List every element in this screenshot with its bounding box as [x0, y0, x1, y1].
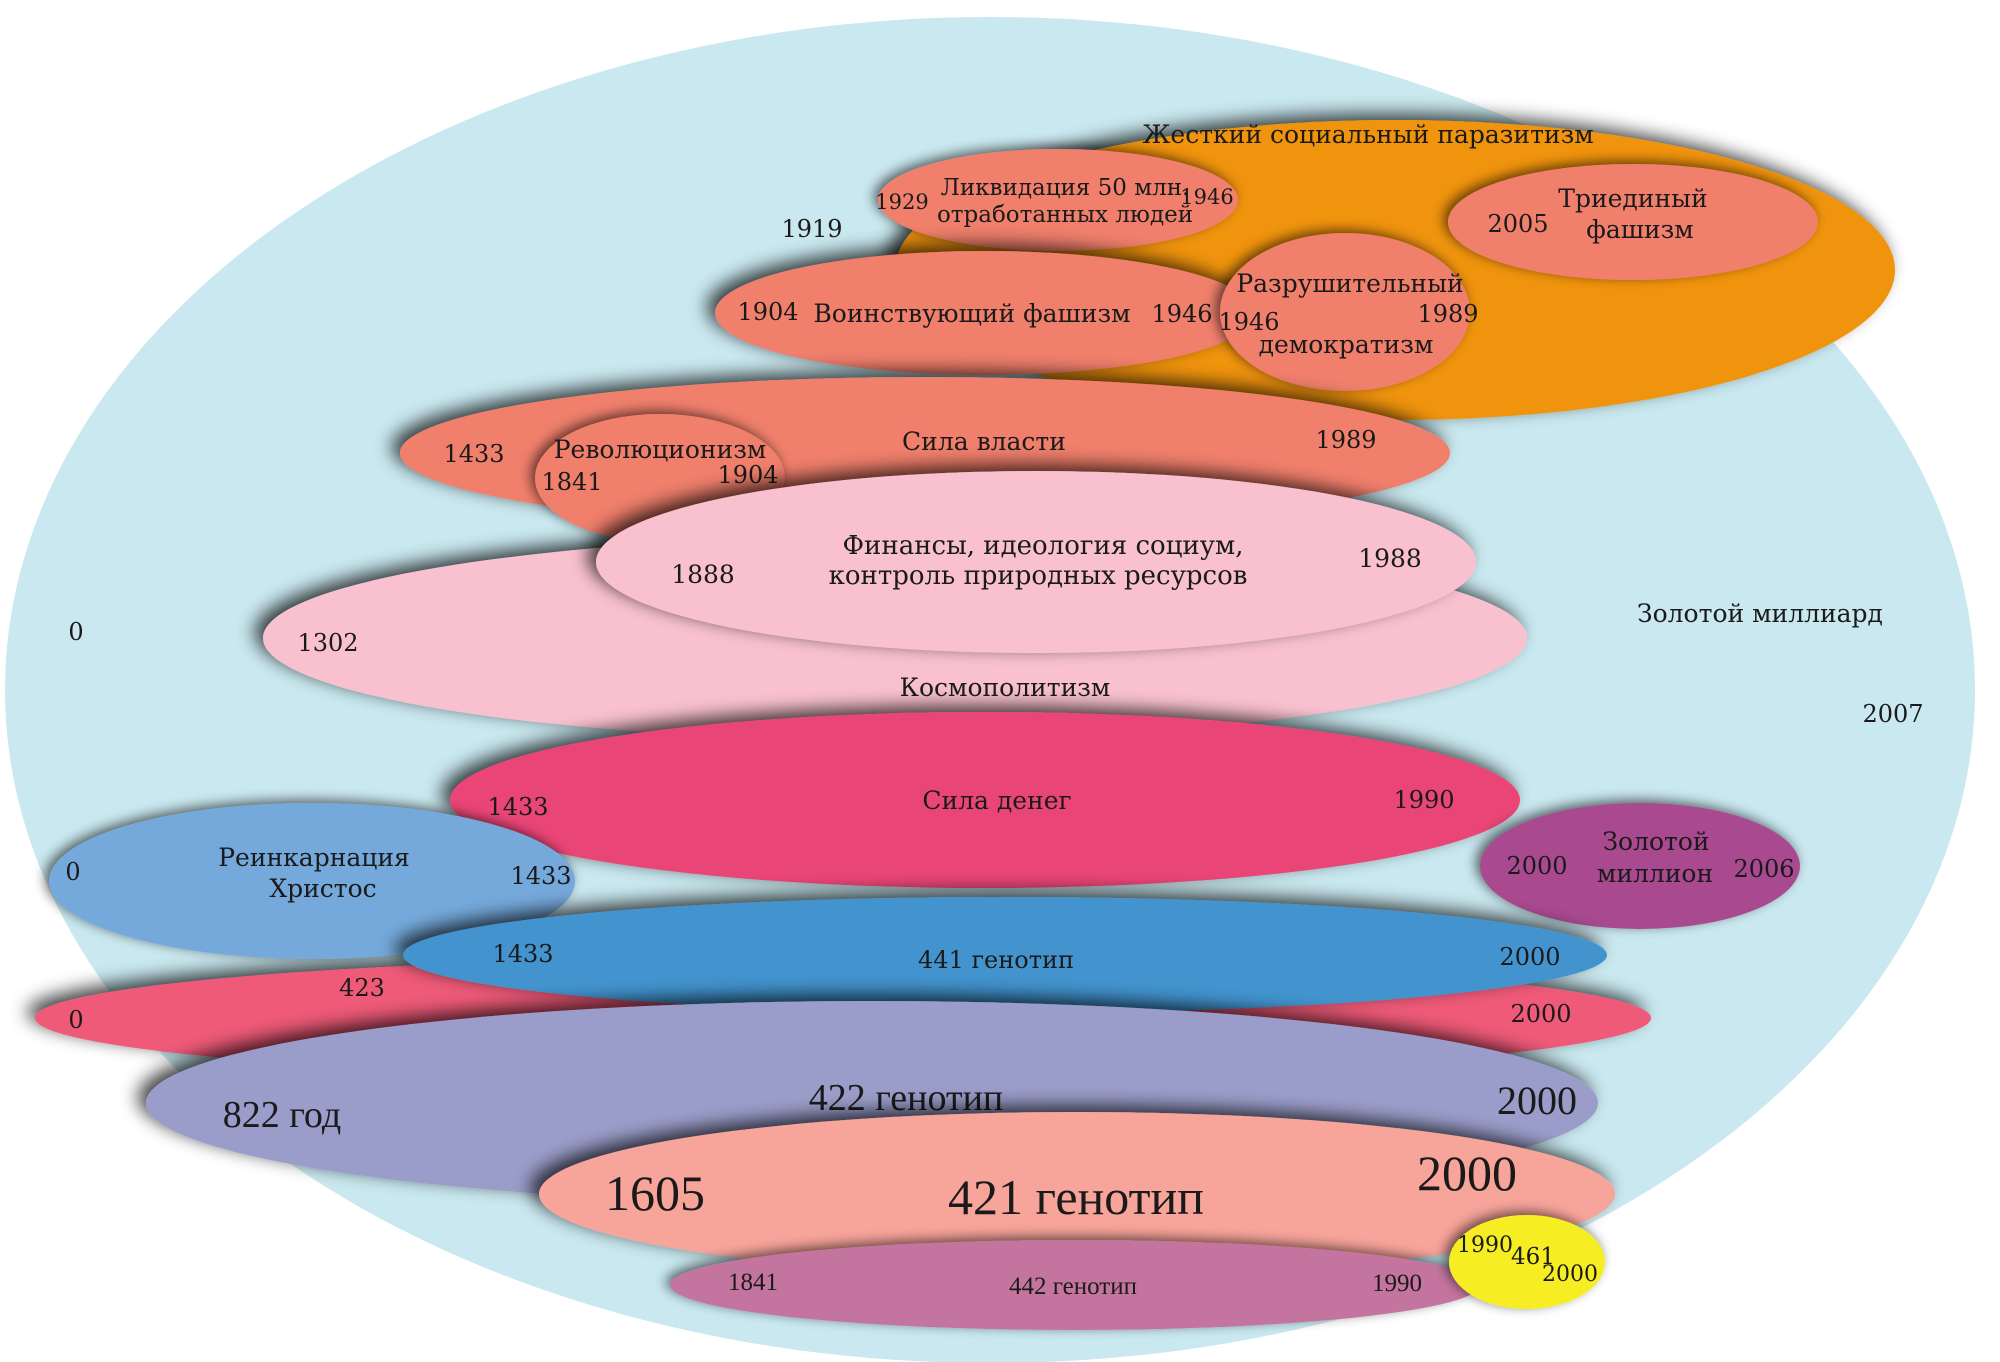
cosmopolitism-label: Космополитизм: [900, 673, 1111, 702]
genotype-461-end: 2000: [1542, 1262, 1598, 1287]
liquidation-label-line2: отработанных людей: [937, 202, 1193, 228]
golden-million-label-line1: Золотой: [1602, 827, 1709, 856]
genotype-423-label: 423: [339, 974, 385, 1002]
destructive-democratism-label-line1: Разрушительный: [1236, 269, 1463, 298]
golden-billion-end: 2007: [1862, 700, 1923, 728]
militant-fascism-ellipse: [715, 251, 1255, 375]
genotype-422-end: 2000: [1497, 1078, 1577, 1123]
triune-fascism-start: 2005: [1487, 210, 1548, 238]
money-power-start: 1433: [487, 793, 548, 821]
finance-label-line1: Финансы, идеология социум,: [842, 531, 1243, 561]
genotype-422-label: 422 генотип: [809, 1077, 1004, 1119]
genotype-461-ellipse: [1449, 1215, 1605, 1309]
finance-label-line2: контроль природных ресурсов: [829, 561, 1248, 591]
genotype-442-start: 1841: [728, 1269, 778, 1296]
reincarnation-ellipse: [49, 803, 575, 959]
liquidation-label-line1: Ликвидация 50 млн.: [941, 175, 1190, 201]
triune-fascism-label-line2: фашизм: [1586, 215, 1693, 244]
cosmopolitism-start: 1302: [297, 629, 358, 657]
golden-billion-start: 0: [68, 618, 83, 646]
destructive-democratism-label-line2: демократизм: [1259, 330, 1434, 359]
destructive-democratism-ellipse: [1220, 233, 1470, 391]
genotype-421-start: 1605: [605, 1165, 705, 1221]
genotype-461-label: 461: [1511, 1244, 1555, 1270]
militant-fascism-start: 1904: [737, 298, 798, 326]
reincarnation-end: 1433: [510, 862, 571, 890]
reincarnation-start: 0: [65, 858, 80, 886]
militant-fascism-label: Воинствующий фашизм: [813, 299, 1130, 328]
destructive-democratism-start: 1946: [1218, 308, 1279, 336]
finance-start: 1888: [671, 560, 735, 589]
money-power-label: Сила денег: [922, 786, 1071, 815]
reincarnation-label-line1: Реинкарнация: [218, 843, 410, 872]
genotype-442-ellipse: [670, 1240, 1480, 1330]
liquidation-ellipse: [878, 149, 1238, 251]
genotype-441-label: 441 генотип: [918, 946, 1074, 974]
power-end: 1989: [1315, 426, 1376, 454]
destructive-democratism-end: 1989: [1417, 300, 1478, 328]
power-start: 1433: [443, 440, 504, 468]
money-power-ellipse: [450, 712, 1520, 888]
golden-million-label-line2: миллион: [1597, 859, 1713, 888]
genotype-421-label: 421 генотип: [948, 1169, 1204, 1225]
finance-ellipse: [596, 471, 1476, 653]
genotype-421-end: 2000: [1417, 1145, 1517, 1201]
militant-fascism-end: 1946: [1151, 300, 1212, 328]
genotype-423-end: 2000: [1510, 1000, 1571, 1028]
golden-billion-label: Золотой миллиард: [1637, 599, 1883, 628]
liquidation-start: 1929: [875, 190, 928, 214]
social-parasitism-label: Жесткий социальный паразитизм: [1142, 120, 1593, 149]
reincarnation-label-line2: Христос: [269, 874, 376, 903]
golden-million-end: 2006: [1733, 855, 1794, 883]
genotype-421-ellipse: [539, 1112, 1615, 1276]
revolutionism-label: Революционизм: [554, 435, 767, 464]
revolutionism-end: 1904: [717, 461, 778, 489]
genotype-441-start: 1433: [492, 940, 553, 968]
finance-end: 1988: [1358, 544, 1422, 573]
genotype-441-ellipse: [403, 897, 1607, 1013]
triune-fascism-label-line1: Триединый: [1558, 184, 1707, 213]
genotype-441-end: 2000: [1499, 943, 1560, 971]
power-label: Сила власти: [902, 427, 1066, 456]
genotype-442-end: 1990: [1372, 1270, 1422, 1297]
social-parasitism-start: 1919: [781, 215, 842, 243]
genotype-461-start: 1990: [1457, 1233, 1513, 1258]
triune-fascism-ellipse: [1448, 164, 1818, 280]
genotype-423-start: 0: [68, 1006, 83, 1034]
genotype-422-start: 822 год: [223, 1094, 341, 1136]
genotype-442-label: 442 генотип: [1009, 1273, 1137, 1300]
golden-million-ellipse: [1480, 803, 1800, 929]
liquidation-end: 1946: [1180, 185, 1233, 209]
revolutionism-start: 1841: [541, 468, 602, 496]
money-power-end: 1990: [1393, 786, 1454, 814]
golden-million-start: 2000: [1506, 852, 1567, 880]
